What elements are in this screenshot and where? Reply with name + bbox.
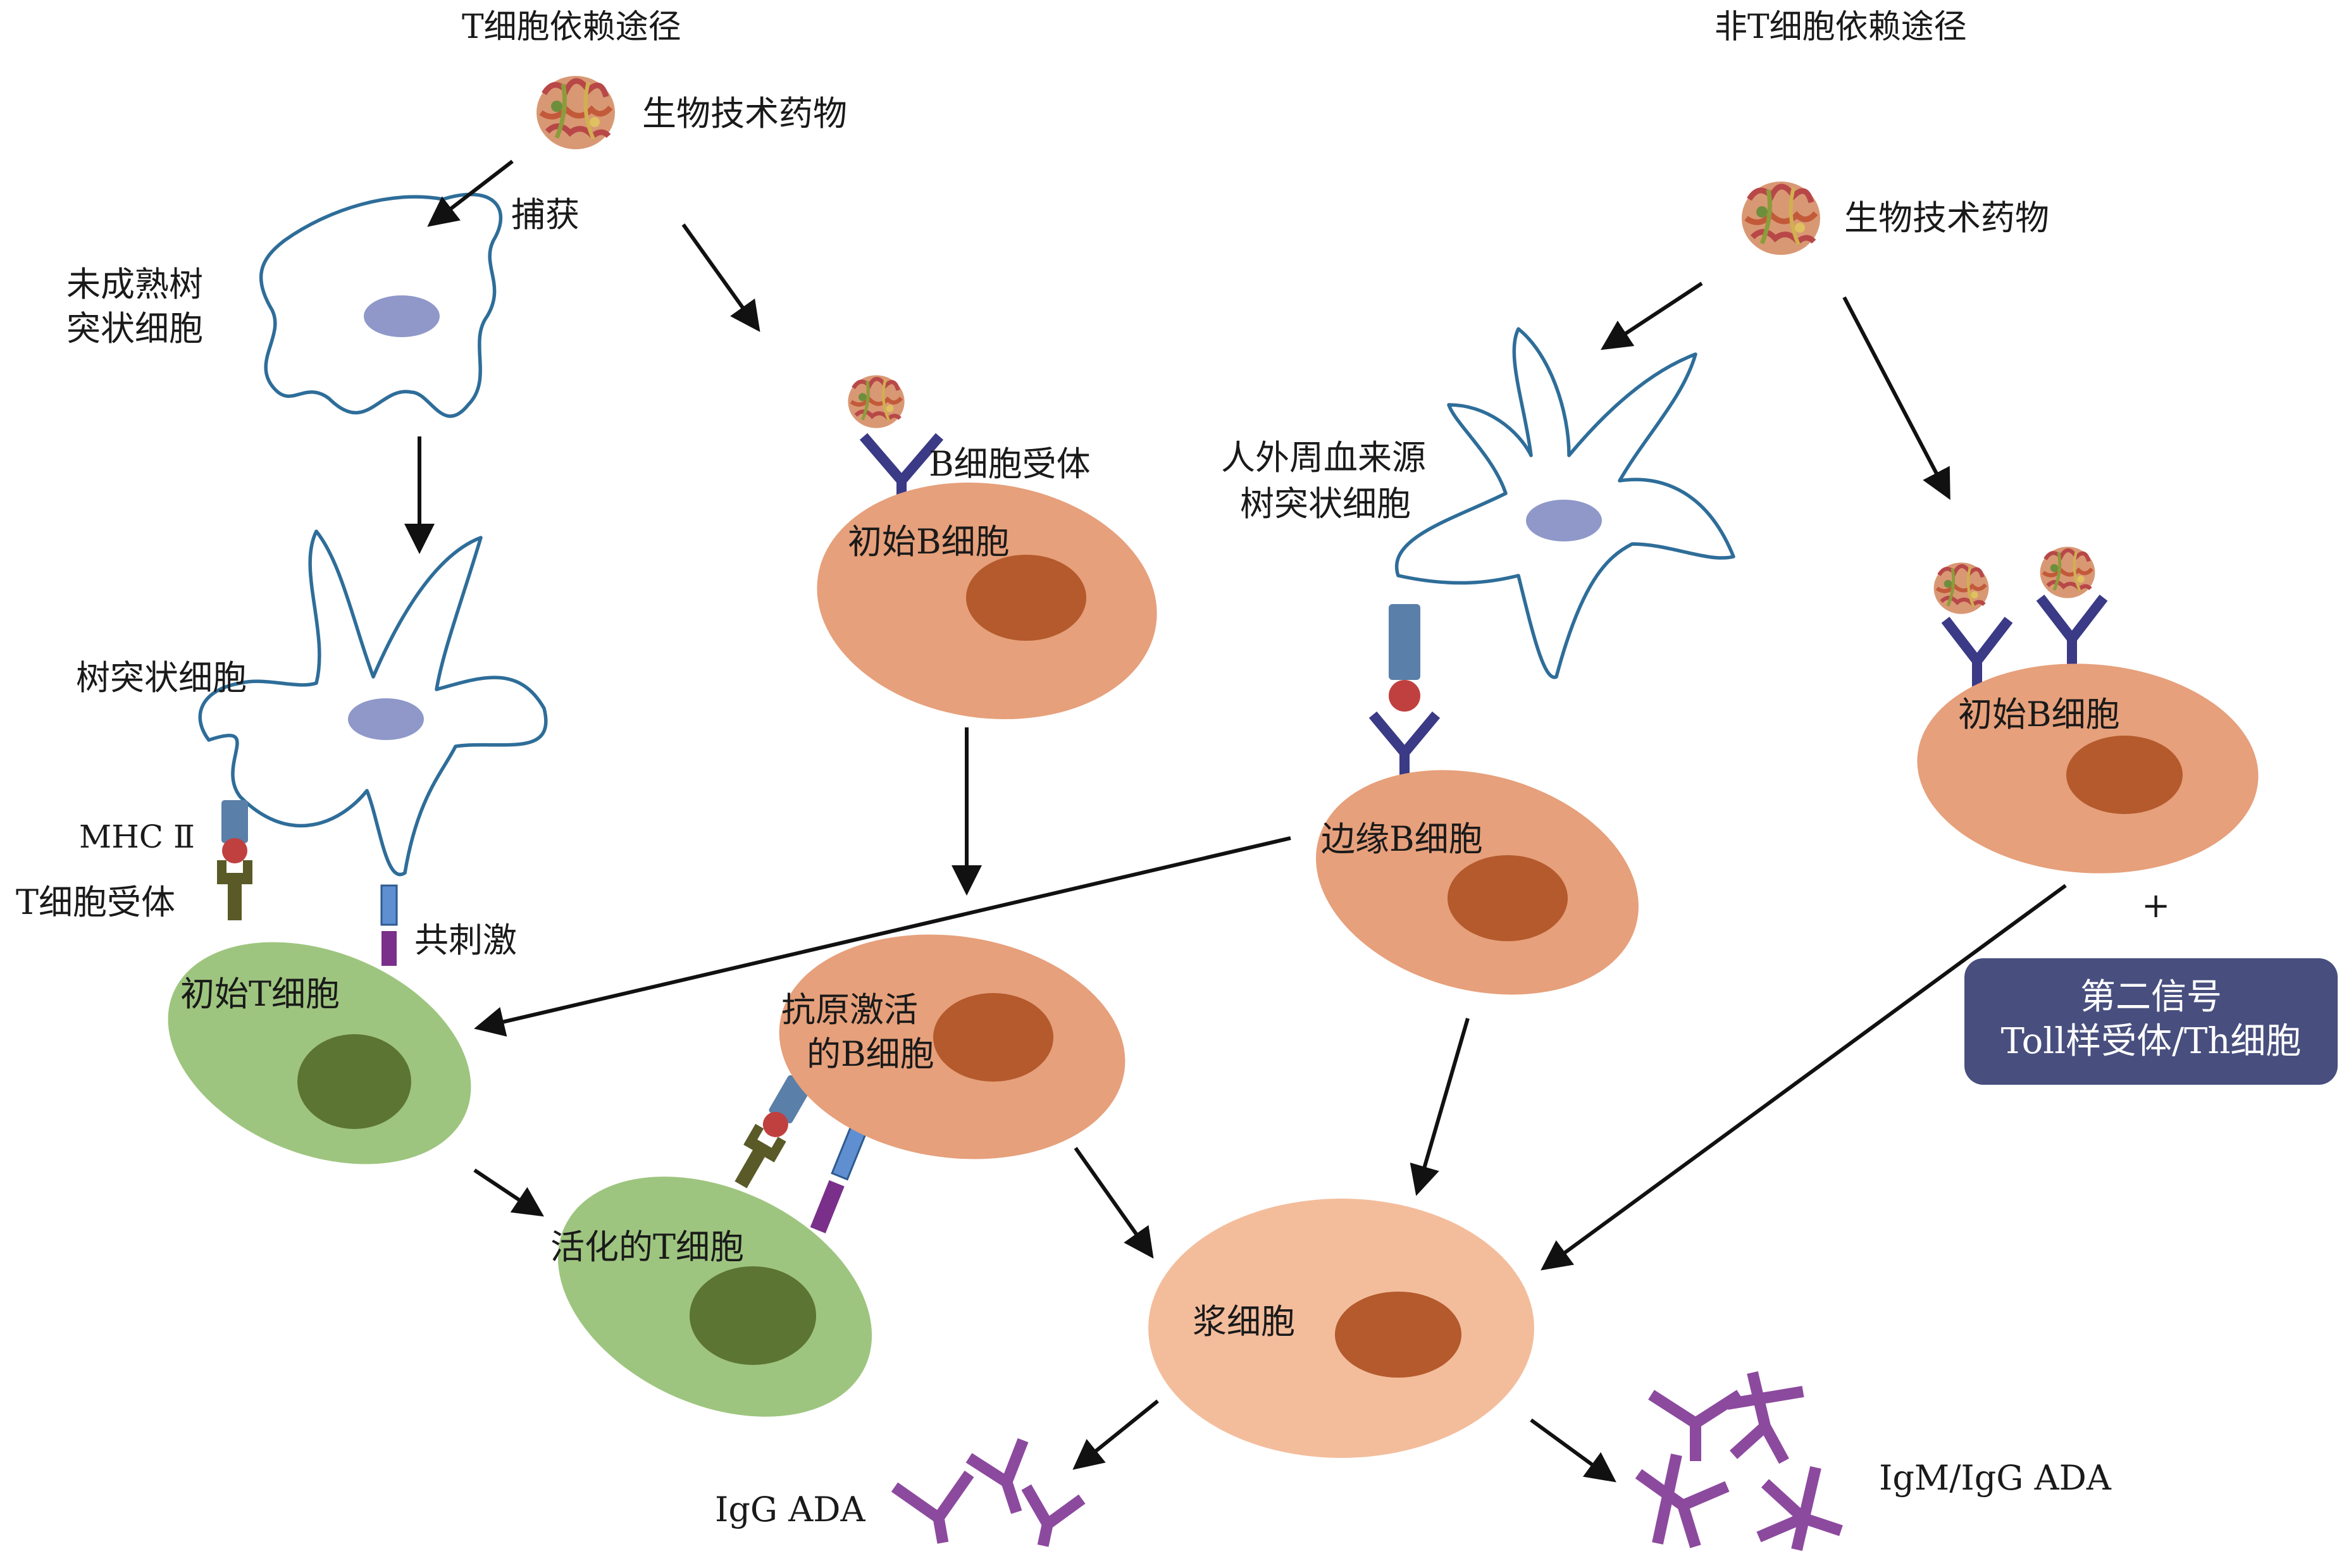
dendritic-cell-left	[198, 529, 548, 877]
biotech-drug-right-label: 生物技术药物	[1844, 198, 2049, 238]
activated-b-cell-label-line1: 抗原激活	[781, 990, 918, 1030]
activated-t-cell-nucleus	[690, 1266, 816, 1365]
t-cell-receptor-molecule	[217, 860, 252, 920]
igm-igg-ada-label: IgM/IgG ADA	[1879, 1458, 2112, 1498]
b-cell-receptor-label: B细胞受体	[929, 444, 1091, 484]
plus-sign: +	[2142, 886, 2170, 925]
arrow-activated-b-to-plasma	[1074, 1147, 1154, 1259]
bcr-right-2-icon	[2036, 595, 2108, 670]
costim-bar-lower	[381, 931, 397, 966]
costim-bar-upper	[380, 884, 398, 926]
naive-t-cell-label: 初始T细胞	[180, 974, 340, 1014]
peripheral-dc-label-line1: 人外周血来源	[1221, 438, 1426, 478]
dendritic-cell-label: 树突状细胞	[76, 658, 247, 698]
dendritic-cell-left-nucleus	[348, 698, 424, 740]
immature-dc-label-line1: 未成熟树	[66, 264, 203, 304]
activated-t-cell-label: 活化的T细胞	[550, 1227, 744, 1267]
arrow-drug-to-peripheral-dc	[1600, 281, 1703, 350]
capture-label: 捕获	[511, 195, 580, 235]
plasma-cell-label: 浆细胞	[1193, 1302, 1295, 1342]
t-cell-receptor-label: T细胞受体	[16, 882, 175, 922]
naive-b-cell-right	[1917, 664, 2259, 874]
peripheral-dc-nucleus	[1526, 500, 1602, 541]
activated-t-cell	[557, 1176, 872, 1417]
second-signal-line1: 第二信号	[2080, 977, 2222, 1018]
igm-igg-ada-antibodies	[1635, 1371, 1843, 1552]
bcr-bound-drug-icon	[848, 375, 904, 428]
biotech-drug-left-label: 生物技术药物	[642, 94, 847, 133]
arrow-drug-to-immature-dc	[427, 159, 514, 227]
arrow-drug-to-naive-b-right	[1842, 296, 1950, 500]
drug-on-bcr-1-icon	[1934, 562, 1989, 614]
igg-ada-label: IgG ADA	[715, 1490, 865, 1529]
arrow-marginal-b-to-plasma	[1410, 1018, 1470, 1196]
activated-b-cell-label-line2: 的B细胞	[807, 1034, 934, 1074]
peripheral-dc-antigen	[1389, 680, 1420, 712]
arrow-plasma-to-igg	[1072, 1399, 1159, 1470]
marginal-b-cell-nucleus	[1448, 855, 1568, 941]
naive-b-cell-middle-label: 初始B细胞	[848, 522, 1010, 562]
naive-t-cell-nucleus	[297, 1034, 411, 1129]
immature-dendritic-cell	[259, 192, 503, 418]
biotech-drug-right-icon	[1742, 182, 1820, 255]
arrow-naive-t-to-activated-t	[473, 1168, 544, 1217]
biotech-drug-left-icon	[536, 76, 615, 149]
naive-b-cell-middle	[817, 482, 1157, 720]
immature-dc-label-line2: 突状细胞	[66, 309, 203, 349]
marginal-b-cell-label: 边缘B细胞	[1321, 819, 1483, 859]
naive-t-cell	[168, 942, 471, 1164]
naive-b-cell-right-nucleus	[2066, 736, 2183, 814]
arrow-plasma-to-igm-igg	[1530, 1418, 1616, 1483]
naive-b-cell-middle-nucleus	[966, 555, 1086, 641]
mhc2-molecule	[221, 800, 248, 843]
antigen-activated-b-cell-nucleus	[933, 993, 1053, 1082]
t-independent-heading: 非T细胞依赖途径	[1715, 8, 1967, 46]
igg-ada-antibodies	[891, 1438, 1086, 1547]
antigen-activated-b-cell	[779, 934, 1125, 1159]
second-signal-line2: Toll样受体/Th细胞	[2001, 1021, 2302, 1062]
drug-on-bcr-2-icon	[2040, 546, 2095, 598]
costim-label: 共刺激	[414, 920, 517, 960]
arrow-naive-b-right-to-plasma	[1541, 884, 2067, 1271]
second-signal-box: 第二信号 Toll样受体/Th细胞	[1964, 958, 2338, 1085]
peripheral-dendritic-cell	[1395, 327, 1735, 679]
immature-dc-nucleus	[364, 295, 440, 337]
antigen-peptide-left	[222, 838, 247, 863]
peripheral-dc-label-line2: 树突状细胞	[1240, 484, 1411, 524]
arrow-marginal-b-to-naive-t	[474, 836, 1291, 1037]
marginal-b-cell	[1316, 770, 1639, 995]
t-dependent-heading: T细胞依赖途径	[462, 8, 681, 46]
peripheral-dc-receptor	[1389, 604, 1420, 680]
plasma-cell	[1148, 1199, 1534, 1458]
arrow-drug-to-naive-b	[681, 223, 760, 332]
plasma-cell-nucleus	[1335, 1292, 1461, 1378]
mhc2-label: MHC Ⅱ	[79, 818, 195, 855]
naive-b-cell-right-label: 初始B细胞	[1958, 694, 2120, 734]
